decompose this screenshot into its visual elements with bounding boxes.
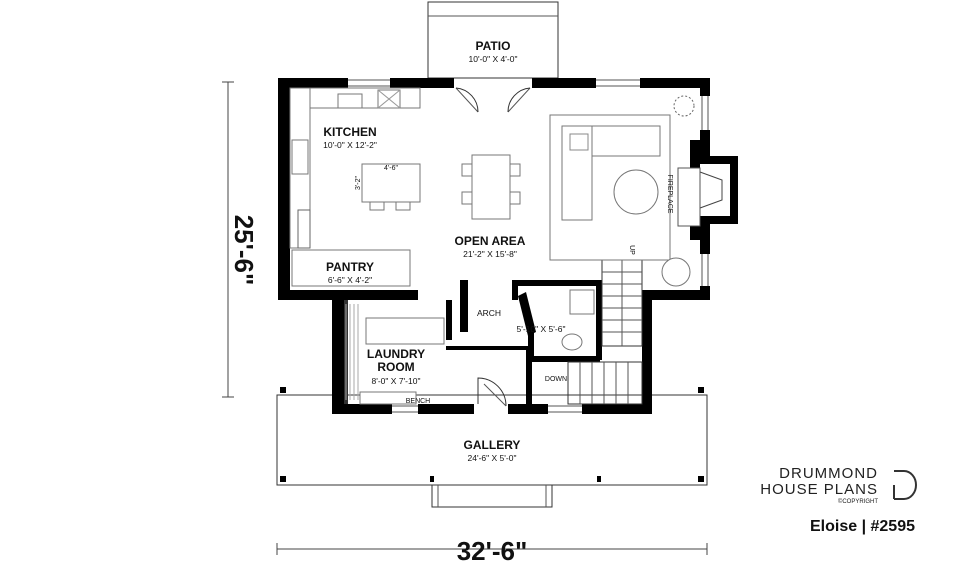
windows bbox=[348, 79, 709, 413]
plan-caption: Eloise | #2595 bbox=[810, 518, 915, 535]
stool bbox=[369, 201, 385, 211]
fireplace-label: FIREPLACE bbox=[666, 175, 673, 214]
patio-doors bbox=[455, 87, 531, 113]
stool bbox=[395, 201, 411, 211]
brand-line-2: HOUSE PLANS bbox=[760, 481, 878, 498]
patio-outline bbox=[427, 1, 559, 79]
island-depth: 3'-2" bbox=[355, 176, 362, 190]
dining-table bbox=[461, 154, 521, 220]
porch-post bbox=[280, 387, 286, 393]
patio-dim: 10'-0" X 4'-0" bbox=[469, 54, 518, 64]
laundry-label-1: LAUNDRY bbox=[367, 347, 425, 361]
down-label: DOWN bbox=[545, 376, 567, 383]
coffee-table bbox=[613, 169, 659, 215]
stairs-up-label: UP bbox=[628, 245, 635, 255]
washer bbox=[365, 317, 445, 345]
porch-post bbox=[698, 387, 704, 393]
pantry-label: PANTRY bbox=[326, 260, 374, 274]
laundry-hatch bbox=[345, 304, 359, 400]
front-door-swing bbox=[477, 377, 507, 407]
plant bbox=[673, 95, 695, 117]
toilet bbox=[561, 333, 583, 351]
porch-post bbox=[698, 476, 704, 482]
patio-label: PATIO bbox=[476, 39, 511, 53]
width-dimension-label: 32'-6" bbox=[457, 536, 528, 566]
brand-line-1: DRUMMOND bbox=[779, 465, 878, 482]
brand-logo: DRUMMOND HOUSE PLANS ©COPYRIGHT bbox=[760, 466, 878, 506]
vanity bbox=[569, 289, 595, 315]
bench bbox=[359, 391, 417, 405]
armchair bbox=[661, 257, 691, 287]
sectional-sofa bbox=[561, 125, 661, 221]
stairs bbox=[567, 242, 643, 405]
fireplace bbox=[677, 140, 738, 240]
gallery-dim: 24'-6" X 5'-0" bbox=[468, 453, 517, 463]
pantry-dim: 6'-6" X 4'-2" bbox=[328, 275, 372, 285]
exterior-walls bbox=[278, 78, 710, 414]
brand-mark-icon bbox=[893, 470, 917, 500]
kitchen-counters bbox=[289, 87, 421, 287]
arch-label: ARCH bbox=[477, 308, 501, 318]
kitchen-label: KITCHEN bbox=[323, 125, 376, 139]
porch-post bbox=[280, 476, 286, 482]
laundry-dim: 8'-0" X 7'-10" bbox=[372, 376, 421, 386]
depth-dimension-label: 25'-6" bbox=[229, 215, 259, 286]
front-steps bbox=[431, 484, 553, 508]
kitchen-island bbox=[361, 163, 421, 203]
gallery-label: GALLERY bbox=[464, 438, 521, 452]
copyright-text: ©COPYRIGHT bbox=[837, 499, 878, 505]
powder-dim: 5'-10" X 5'-6" bbox=[517, 324, 566, 334]
open-area-dim: 21'-2" X 15'-8" bbox=[463, 249, 517, 259]
island-width: 4'-6" bbox=[384, 165, 398, 172]
porch-post bbox=[430, 476, 434, 482]
laundry-label-2: ROOM bbox=[377, 360, 414, 374]
bench-label: BENCH bbox=[406, 398, 431, 405]
kitchen-dim: 10'-0" X 12'-2" bbox=[323, 140, 377, 150]
porch-post bbox=[597, 476, 601, 482]
open-area-label: OPEN AREA bbox=[455, 234, 526, 248]
